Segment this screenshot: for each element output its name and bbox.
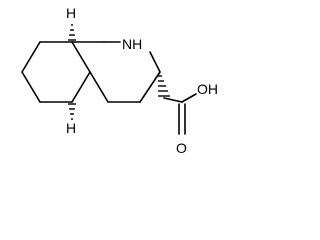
atom-h-bottom: H — [66, 120, 76, 136]
bond-c4a-junction — [89, 71, 109, 103]
bond-ccooh-oh — [181, 93, 197, 103]
bond-c7-c6 — [21, 71, 41, 103]
bond-c8-c7 — [21, 41, 41, 73]
atom-o: O — [176, 140, 187, 156]
bond-c3-c4 — [139, 71, 161, 103]
chemical-structure: H NH H OH O — [21, 5, 218, 156]
bond-c5-c4a — [71, 71, 91, 103]
cyclohexane-ring — [21, 41, 91, 103]
carboxylic-acid-group — [163, 93, 197, 135]
atom-oh: OH — [197, 81, 218, 97]
piperidine-ring — [71, 41, 161, 103]
atom-h-top: H — [66, 5, 76, 21]
bond-c3-ccooh — [163, 97, 183, 103]
atom-nh: NH — [122, 36, 142, 52]
bond-n-c3 — [149, 51, 161, 73]
bond-c4a-c8a — [71, 41, 91, 73]
stereo-bond-carboxyl — [158, 75, 170, 97]
stereo-bond-bottom-h — [68, 103, 76, 120]
stereo-bond-top-h — [68, 24, 76, 41]
